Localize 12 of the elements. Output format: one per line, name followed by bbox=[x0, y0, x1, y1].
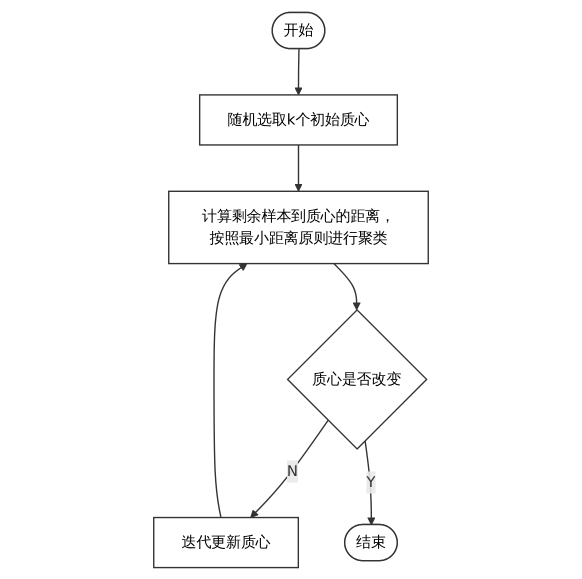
arrow bbox=[294, 144, 303, 192]
node-box: 计算剩余样本到质心的距离，按照最小距离原则进行聚类 bbox=[168, 190, 429, 264]
edge-label: N bbox=[286, 462, 298, 480]
node-box: 迭代更新质心 bbox=[153, 516, 300, 568]
arrow bbox=[294, 48, 303, 95]
node-box: 随机选取k个初始质心 bbox=[198, 94, 398, 146]
node-diamond: 质心是否改变 bbox=[286, 308, 428, 450]
arrow bbox=[213, 262, 248, 518]
arrow bbox=[333, 262, 361, 310]
arrow bbox=[364, 440, 376, 525]
arrow bbox=[250, 419, 329, 518]
edge-label: Y bbox=[366, 472, 376, 490]
